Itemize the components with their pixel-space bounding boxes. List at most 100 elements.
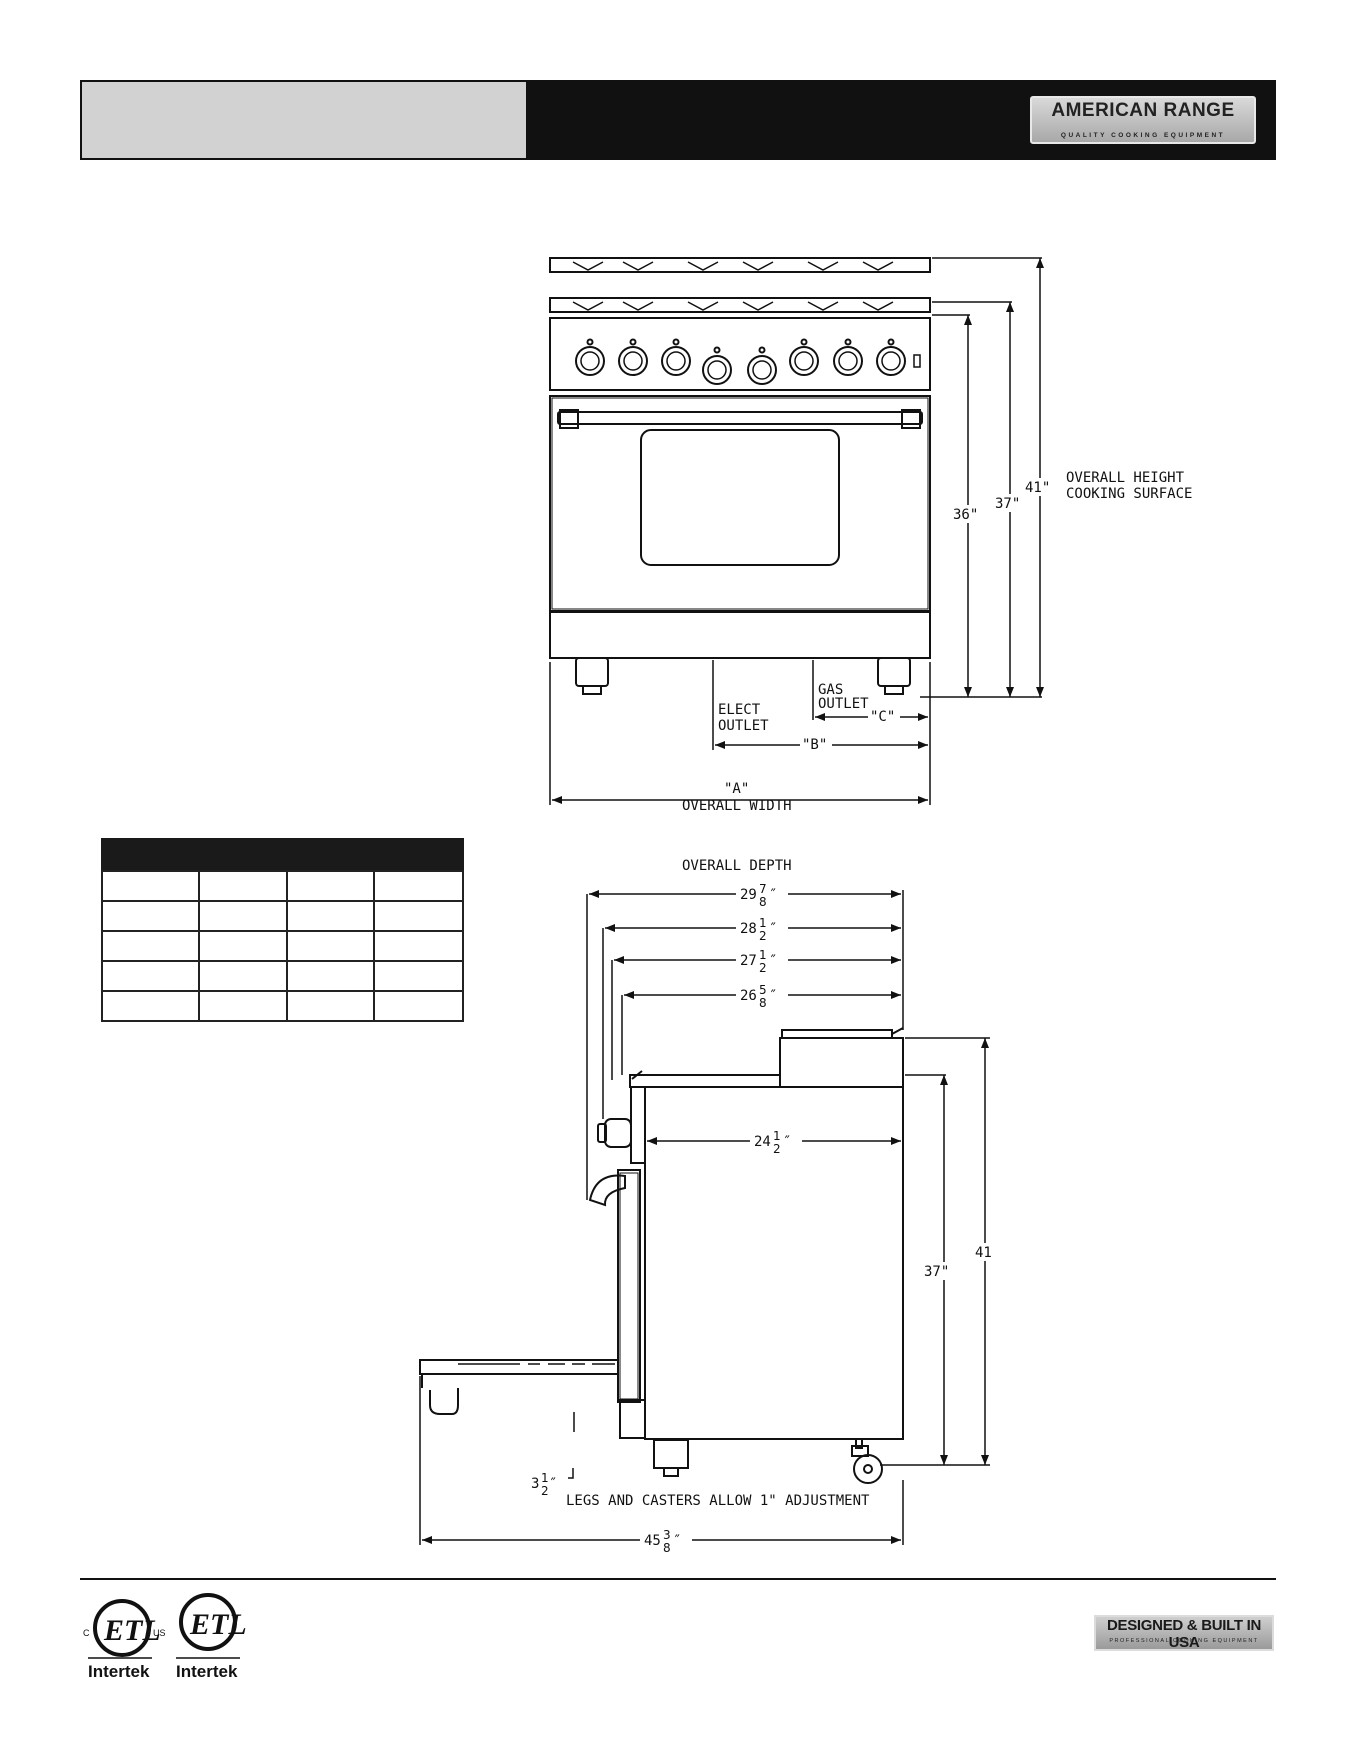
- svg-text:29: 29: [740, 887, 757, 903]
- svg-text:″: ″: [769, 988, 777, 1004]
- table-row: [100, 930, 464, 962]
- dim-b-label: "B": [802, 737, 827, 753]
- svg-text:2: 2: [773, 1142, 781, 1156]
- svg-text:″: ″: [783, 1134, 791, 1150]
- svg-text:ETL: ETL: [103, 1614, 161, 1647]
- svg-text:″: ″: [673, 1533, 681, 1549]
- svg-text:2: 2: [541, 1484, 549, 1498]
- side-view-range: [419, 1027, 904, 1484]
- etl-sanitation-mark-icon: ETL: [179, 1593, 247, 1651]
- usa-badge-tagline: PROFESSIONAL COOKING EQUIPMENT: [1109, 1638, 1259, 1644]
- svg-text:1: 1: [773, 1129, 781, 1143]
- table-cell: [198, 960, 288, 992]
- front-dimension-lines: [549, 257, 1042, 805]
- table-cell: [100, 960, 201, 992]
- table-cell: [100, 900, 201, 932]
- side-dimension-lines: [419, 890, 990, 1545]
- elect-outlet-label-line1: ELECT: [718, 702, 761, 718]
- usa-badge-text: DESIGNED & BUILT IN USA: [1106, 1617, 1262, 1651]
- svg-text:8: 8: [663, 1541, 671, 1555]
- spec-table-header: [101, 838, 464, 870]
- designed-built-usa-badge: [1094, 1615, 1274, 1651]
- elect-outlet-label-line2: OUTLET: [718, 718, 769, 734]
- etl-listed-mark-icon: ETL C US: [83, 1599, 166, 1657]
- header-title-panel: [82, 82, 526, 158]
- body-depth-24-1-2: 24 1 2 ″: [750, 1129, 802, 1156]
- table-cell: [373, 870, 464, 902]
- dim-c-label: "C": [870, 709, 895, 725]
- table-row: [100, 960, 464, 992]
- legs-casters-note: LEGS AND CASTERS ALLOW 1" ADJUSTMENT: [566, 1493, 870, 1509]
- cooking-surface-label: COOKING SURFACE: [1066, 486, 1192, 502]
- svg-text:24: 24: [754, 1134, 771, 1150]
- height-41-label: 41": [1025, 480, 1050, 496]
- table-cell: [373, 990, 464, 1022]
- table-cell: [198, 870, 288, 902]
- svg-text:US: US: [153, 1628, 166, 1638]
- front-control-knobs: [575, 338, 921, 385]
- overall-height-label: OVERALL HEIGHT: [1066, 470, 1185, 486]
- table-cell: [285, 900, 376, 932]
- svg-text:45: 45: [644, 1533, 661, 1549]
- intertek-label-2: Intertek: [176, 1662, 238, 1681]
- table-cell: [100, 930, 201, 962]
- table-cell: [100, 990, 201, 1022]
- front-view-range: [549, 257, 931, 695]
- svg-text:2: 2: [759, 961, 767, 975]
- footer-rule: [80, 1578, 1276, 1580]
- side-height-37-label: 37": [924, 1264, 949, 1280]
- leg-height-3-1-2: 3 1 2 ″: [531, 1471, 557, 1498]
- svg-text:1: 1: [759, 916, 767, 930]
- table-cell: [373, 960, 464, 992]
- table-row: [100, 870, 464, 902]
- table-cell: [198, 930, 288, 962]
- svg-text:28: 28: [740, 921, 757, 937]
- table-cell: [100, 870, 201, 902]
- svg-text:3: 3: [663, 1528, 671, 1542]
- side-height-41-label: 41: [975, 1245, 992, 1261]
- overall-width-label: OVERALL WIDTH: [682, 798, 792, 814]
- svg-text:″: ″: [769, 887, 777, 903]
- svg-text:″: ″: [549, 1476, 557, 1492]
- table-cell: [285, 960, 376, 992]
- depth-26-5-8: 26 5 8 ″: [736, 983, 788, 1010]
- table-cell: [285, 870, 376, 902]
- height-37-label: 37": [995, 496, 1020, 512]
- table-cell: [198, 900, 288, 932]
- depth-28-1-2: 28 1 2 ″: [736, 916, 788, 943]
- table-cell: [373, 900, 464, 932]
- american-range-logo: [1030, 96, 1256, 144]
- table-cell: [373, 930, 464, 962]
- depth-29-7-8: 29 7 8 ″: [736, 882, 788, 909]
- table-cell: [285, 930, 376, 962]
- svg-text:C: C: [83, 1628, 90, 1638]
- table-cell: [198, 990, 288, 1022]
- table-cell: [285, 990, 376, 1022]
- logo-brand-name: AMERICAN RANGE: [1051, 100, 1235, 121]
- intertek-label-1: Intertek: [88, 1662, 150, 1681]
- svg-text:ETL: ETL: [189, 1608, 247, 1641]
- svg-text:7: 7: [759, 882, 767, 896]
- spec-table: [100, 870, 464, 1022]
- dim-a-label: "A": [724, 781, 749, 797]
- height-36-label: 36": [953, 507, 978, 523]
- gas-outlet-label-line2: OUTLET: [818, 696, 869, 712]
- logo-tagline: QUALITY COOKING EQUIPMENT: [1060, 132, 1226, 139]
- svg-text:″: ″: [769, 921, 777, 937]
- svg-text:1: 1: [759, 948, 767, 962]
- svg-text:8: 8: [759, 895, 767, 909]
- svg-text:5: 5: [759, 983, 767, 997]
- svg-text:″: ″: [769, 953, 777, 969]
- depth-27-1-2: 27 1 2 ″: [736, 948, 788, 975]
- svg-text:2: 2: [759, 929, 767, 943]
- door-open-depth-45-3-8: 45 3 8 ″: [640, 1528, 692, 1555]
- svg-text:8: 8: [759, 996, 767, 1010]
- svg-text:26: 26: [740, 988, 757, 1004]
- dimension-arrowheads: [422, 258, 1044, 1544]
- overall-depth-label: OVERALL DEPTH: [682, 858, 792, 874]
- table-row: [100, 990, 464, 1022]
- svg-text:27: 27: [740, 953, 757, 969]
- svg-text:3: 3: [531, 1476, 539, 1492]
- gas-outlet-label-line1: GAS: [818, 682, 843, 698]
